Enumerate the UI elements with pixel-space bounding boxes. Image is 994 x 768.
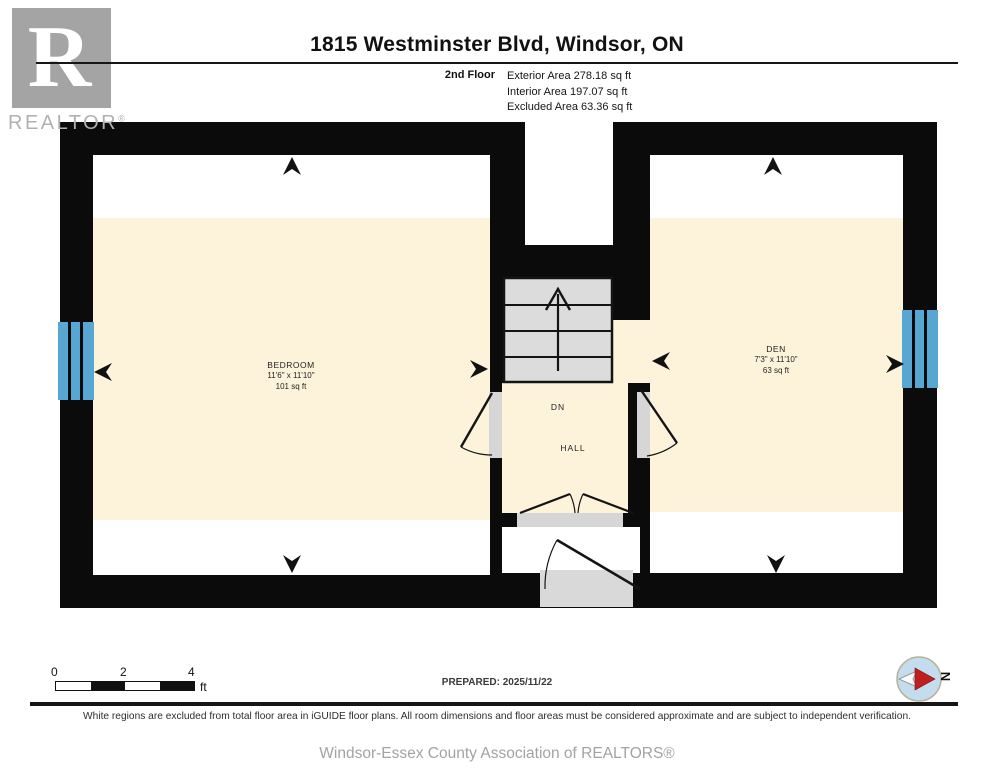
room-area: 63 sq ft <box>762 365 790 375</box>
scale-tick-0: 0 <box>51 665 58 679</box>
compass-tail <box>898 670 918 688</box>
stairwell-void <box>525 122 613 245</box>
french-door-threshold <box>517 513 623 527</box>
scale-segment <box>90 682 125 690</box>
realtor-logo-r: R <box>27 9 92 106</box>
title-underline <box>36 62 958 64</box>
realtor-logo-wordmark: REALTOR® <box>8 112 138 135</box>
room-name: DEN <box>766 344 786 354</box>
window-left <box>58 322 94 400</box>
scale-unit: ft <box>200 680 207 694</box>
window-pane-divider <box>68 322 71 400</box>
bedroom-included-region <box>93 218 490 520</box>
window-pane-divider <box>80 322 83 400</box>
association-text: Windsor-Essex County Association of REAL… <box>319 745 675 762</box>
page-title: 1815 Westminster Blvd, Windsor, ON <box>310 33 684 56</box>
footer-rule <box>30 702 958 706</box>
bedroom-label: BEDROOM 11'6" x 11'10" 101 sq ft <box>191 360 391 392</box>
area-summary: Exterior Area 278.18 sq ft Interior Area… <box>507 69 632 116</box>
room-name: BEDROOM <box>267 360 315 370</box>
registered-mark: ® <box>118 113 125 124</box>
prepared-date-label: PREPARED: 2025/11/22 <box>441 677 553 688</box>
window-right <box>902 310 938 388</box>
disclaimer-text: White regions are excluded from total fl… <box>83 711 911 722</box>
threshold-wall-right <box>623 513 640 527</box>
interior-area-line: Interior Area 197.07 sq ft <box>507 85 628 98</box>
window-pane-divider <box>912 310 915 388</box>
realtor-logo: R REALTOR® <box>8 8 130 140</box>
den-included-region <box>650 218 903 512</box>
scale-segment <box>125 682 160 690</box>
scale-bar <box>55 681 195 691</box>
exterior-area-line: Exterior Area 278.18 sq ft <box>507 70 632 82</box>
den-door-opening <box>637 392 650 458</box>
scale-segment <box>159 682 194 690</box>
north-label: N <box>938 671 954 682</box>
entry-landing <box>540 570 633 607</box>
realtor-logo-box <box>12 8 111 108</box>
excluded-area-line: Excluded Area 63.36 sq ft <box>507 101 633 113</box>
room-dimensions: 11'6" x 11'10" <box>267 371 315 380</box>
scale-segment <box>56 682 91 690</box>
hall-region-extension <box>613 320 650 383</box>
bedroom-door-opening <box>489 392 502 458</box>
compass-needle-north <box>914 667 936 691</box>
scale-tick-2: 2 <box>120 665 127 679</box>
hall-label: HALL <box>560 443 586 453</box>
compass-icon <box>896 656 942 702</box>
threshold-wall-left <box>502 513 517 527</box>
room-dimensions: 7'3" x 11'10" <box>754 355 798 364</box>
den-label: DEN 7'3" x 11'10" 63 sq ft <box>676 344 876 376</box>
window-pane-divider <box>924 310 927 388</box>
entry-excluded-region <box>502 527 640 573</box>
scale-tick-4: 4 <box>188 665 195 679</box>
stairs-down-label: DN <box>550 402 566 412</box>
realtor-logo-text: REALTOR <box>8 112 119 134</box>
floor-label: 2nd Floor <box>444 69 495 81</box>
room-area: 101 sq ft <box>275 381 307 391</box>
